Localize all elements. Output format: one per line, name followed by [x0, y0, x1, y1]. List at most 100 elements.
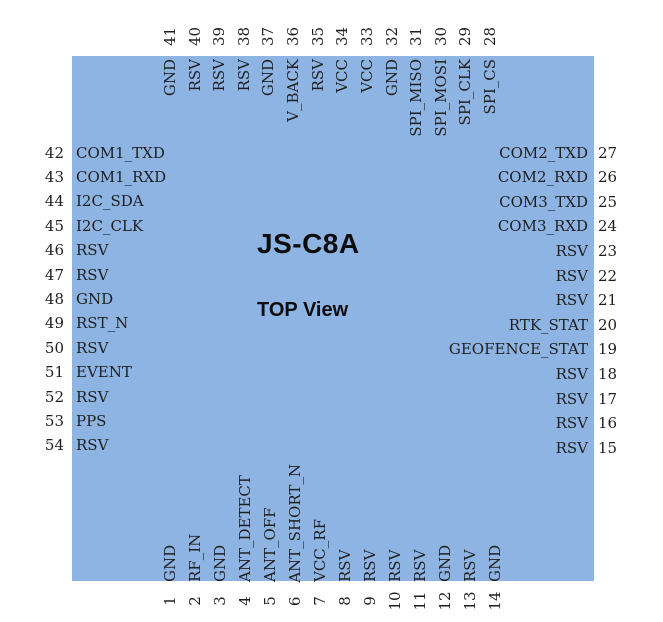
pin-name: RSV: [555, 414, 588, 433]
pin-number: 3: [210, 596, 229, 606]
pin-27: COM2_TXD 27: [300, 141, 634, 165]
pin-48: 48 GND: [28, 287, 338, 311]
pin-number: 33: [357, 26, 376, 46]
pin-number: 32: [382, 26, 401, 46]
pin-number: 54: [44, 436, 64, 455]
pin-number: 42: [44, 143, 64, 162]
pin-number: 40: [185, 26, 204, 46]
pin-number: 15: [598, 438, 618, 457]
pin-name: SPI_MOSI: [431, 59, 450, 137]
pin-number: 46: [44, 241, 64, 260]
pin-name: ANT_DETECT: [235, 475, 254, 582]
pin-name: RSV: [360, 549, 379, 582]
pin-number: 25: [598, 192, 618, 211]
pin-name: I2C_CLK: [76, 216, 144, 235]
pin-name: RSV: [335, 549, 354, 582]
pin-25: COM3_TXD 25: [300, 190, 634, 214]
pin-name: RSV: [460, 549, 479, 582]
pin-name: RSV: [555, 266, 588, 285]
pin-number: 29: [455, 26, 474, 46]
pin-number: 10: [385, 591, 404, 611]
pin-number: 41: [160, 26, 179, 46]
pin-11: 11 RSV: [408, 464, 432, 614]
pin-number: 7: [310, 596, 329, 606]
pin-name: RSV: [76, 338, 109, 357]
pin-name: VCC: [332, 59, 351, 93]
pin-number: 20: [598, 315, 618, 334]
pin-number: 28: [480, 26, 499, 46]
pin-name: SPI_CLK: [455, 59, 474, 126]
pin-number: 1: [160, 596, 179, 606]
pin-name: RSV: [308, 59, 327, 92]
pin-number: 45: [44, 216, 64, 235]
pin-name: RSV: [76, 436, 109, 455]
pin-name: VCC: [357, 59, 376, 93]
pin-name: GND: [160, 544, 179, 582]
pin-number: 50: [44, 338, 64, 357]
pin-number: 6: [285, 596, 304, 607]
pin-number: 49: [44, 314, 64, 333]
pin-name: RSV: [76, 241, 109, 260]
pin-name: GND: [435, 544, 454, 582]
pin-name: RSV: [555, 364, 588, 383]
pin-number: 26: [598, 168, 618, 187]
pin-name: RSV: [385, 549, 404, 582]
pin-name: GND: [76, 289, 114, 308]
pin-name: GND: [382, 59, 401, 97]
pin-18: RSV 18: [300, 362, 634, 386]
pin-name: COM2_TXD: [499, 143, 588, 162]
pin-8: 8 RSV: [333, 464, 357, 614]
pin-name: SPI_CS: [480, 59, 499, 115]
pin-name: GND: [160, 59, 179, 97]
pin-name: GND: [485, 544, 504, 582]
pin-number: 30: [431, 26, 450, 46]
pin-number: 9: [360, 596, 379, 606]
pin-number: 11: [410, 591, 429, 611]
pin-number: 37: [258, 26, 277, 46]
pin-name: GEOFENCE_STAT: [448, 340, 588, 359]
pin-name: RSV: [185, 59, 204, 92]
pin-number: 38: [234, 26, 253, 46]
pin-number: 24: [598, 217, 618, 236]
pin-number: 8: [335, 596, 354, 606]
pin-name: RF_IN: [185, 533, 204, 582]
pin-number: 39: [209, 26, 228, 46]
pin-name: RSV: [76, 387, 109, 406]
chip-body: [72, 56, 594, 581]
pin-number: 35: [308, 26, 327, 46]
pin-9: 9 RSV: [358, 464, 382, 614]
chip-title: JS-C8A: [257, 228, 360, 259]
pin-number: 27: [598, 143, 618, 162]
pin-number: 48: [44, 289, 64, 308]
pin-name: COM3_TXD: [499, 192, 588, 211]
pin-number: 31: [406, 26, 425, 46]
pin-name: COM3_RXD: [497, 217, 588, 236]
pin-number: 18: [598, 364, 618, 383]
pin-number: 17: [598, 389, 618, 408]
pin-number: 36: [283, 26, 302, 46]
pin-number: 47: [44, 265, 64, 284]
pin-name: ANT_SHORT_N: [285, 464, 304, 583]
pin-name: RSV: [410, 549, 429, 582]
pin-45: 45 I2C_CLK: [28, 214, 338, 238]
pin-number: 12: [435, 591, 454, 611]
pin-46: 46 RSV: [28, 239, 338, 263]
pin-12: 12 GND: [433, 464, 457, 614]
pin-name: RSV: [555, 438, 588, 457]
pin-number: 5: [260, 596, 279, 606]
